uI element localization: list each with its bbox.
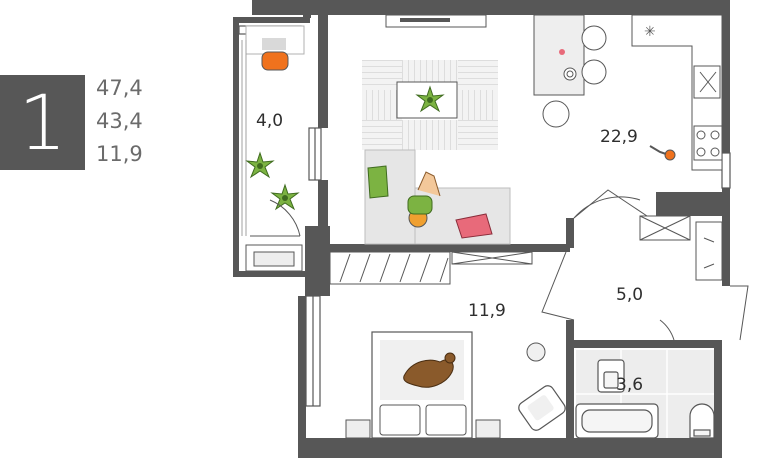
dog-icon [403,352,456,388]
total-area: 47,4 [96,76,143,100]
tv-stand [385,14,487,28]
chair-icon [518,385,566,431]
kitchen-counter: ✳ [631,14,723,171]
walls [233,0,730,458]
bedroom-wardrobe [329,251,533,285]
plant-icon [271,184,299,210]
hall-door [541,189,749,341]
room-area-balcony: 4,0 [256,111,283,131]
room-area-bathroom: 3,6 [616,375,643,395]
room-area-hall: 5,0 [616,285,643,305]
balcony-rail [241,40,247,236]
plant-icon [246,152,274,178]
svg-text:✳: ✳ [644,24,656,40]
child-icon [407,171,441,228]
balcony-desk [245,25,305,71]
sofa [364,149,511,245]
living-area: 43,4 [96,109,143,133]
lamp [526,342,546,362]
balcony-door [245,199,303,272]
room-area-living-kitchen: 22,9 [600,127,638,147]
kitchen-island [533,14,607,128]
kitchen-area: 11,9 [96,142,143,166]
room-area-bedroom: 11,9 [468,301,506,321]
room-count-badge: 1 [0,75,85,170]
cat-icon [649,145,676,161]
bath-fixtures [575,359,715,439]
wardrobe [639,215,723,281]
